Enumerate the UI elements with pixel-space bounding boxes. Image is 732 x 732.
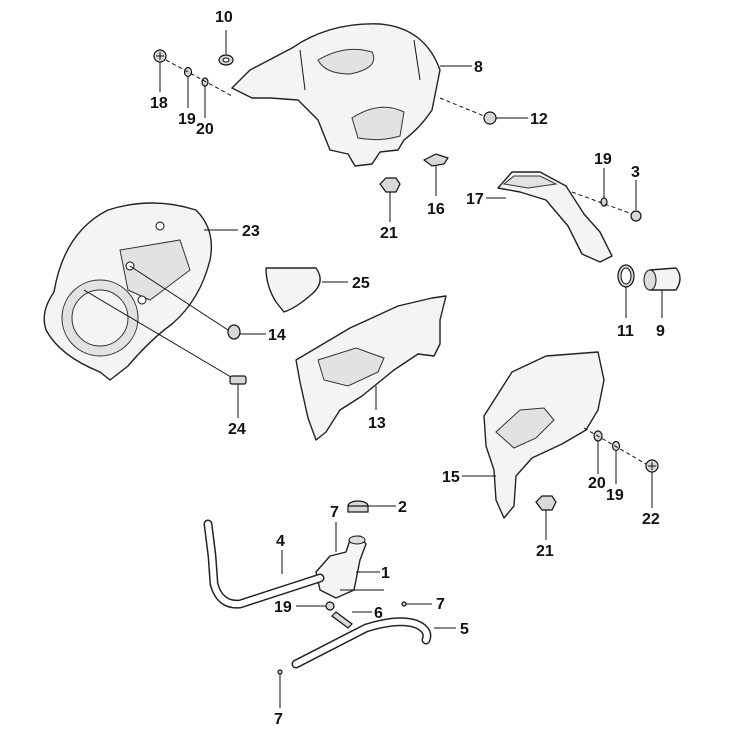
part-11-seal (617, 264, 635, 288)
callout-19-lower-right: 19 (606, 487, 624, 504)
axis-12 (439, 97, 485, 117)
part-21-nut-lower (535, 495, 557, 511)
callout-25: 25 (352, 275, 370, 292)
callout-1: 1 (381, 565, 390, 582)
part-13-side-panel (295, 295, 447, 441)
part-20-washer-upper (201, 77, 209, 87)
axis-upper-left (165, 59, 233, 97)
part-12-bolt (483, 111, 497, 125)
callout-7-top: 7 (330, 504, 339, 521)
callout-22: 22 (642, 511, 660, 528)
axis-22 (583, 427, 647, 465)
part-21-nut-upper (379, 177, 401, 193)
part-19-washer-lower (611, 440, 621, 452)
part-8-upper-cover (231, 23, 441, 167)
callout-19-bottom: 19 (274, 599, 292, 616)
callout-23: 23 (242, 223, 260, 240)
part-3-bolt (630, 210, 642, 222)
callout-15: 15 (442, 469, 460, 486)
part-19-washer-upper (183, 66, 193, 78)
callout-11: 11 (617, 323, 634, 340)
part-18-screw (153, 49, 167, 63)
callout-12: 12 (530, 111, 548, 128)
callout-4: 4 (276, 533, 285, 550)
callout-18: 18 (150, 95, 168, 112)
callout-16: 16 (427, 201, 445, 218)
axis-14 (129, 265, 229, 331)
part-14-bushing (227, 324, 241, 340)
part-2-cap (347, 500, 369, 513)
callout-20-lower-right: 20 (588, 475, 606, 492)
callout-19-right: 19 (594, 151, 612, 168)
part-5-hose (291, 617, 432, 669)
callout-7-mid: 7 (436, 596, 445, 613)
callout-5: 5 (460, 621, 469, 638)
callout-7-bottom: 7 (274, 711, 283, 728)
part-1-reservoir (315, 535, 367, 599)
callout-14: 14 (268, 327, 286, 344)
callout-9: 9 (656, 323, 665, 340)
callout-10: 10 (215, 9, 233, 26)
axis-3 (571, 191, 633, 215)
part-23-case-cover (43, 202, 213, 381)
part-22-screw (645, 459, 659, 473)
part-25-pad (265, 267, 321, 313)
part-7-clamp-bottom (277, 669, 283, 675)
part-4-hose (203, 519, 325, 609)
axis-24 (83, 289, 237, 381)
part-17-duct (497, 171, 613, 263)
callout-13: 13 (368, 415, 386, 432)
part-9-boot (643, 267, 681, 291)
callout-19-upper-left: 19 (178, 111, 196, 128)
part-10-grommet (218, 54, 234, 66)
part-24-bolt (229, 375, 247, 385)
part-19-washer-bottom (325, 601, 335, 611)
part-6-bolt (331, 611, 353, 629)
callout-20-upper-left: 20 (196, 121, 214, 138)
callout-21-lower: 21 (536, 543, 554, 560)
callout-8: 8 (474, 59, 483, 76)
callout-3: 3 (631, 164, 640, 181)
part-15-lower-panel (483, 351, 605, 519)
callout-21-upper: 21 (380, 225, 398, 242)
callout-2: 2 (398, 499, 407, 516)
part-7-clamp-mid (401, 601, 407, 607)
part-16-clip (422, 153, 449, 167)
callout-24: 24 (228, 421, 246, 438)
callout-17: 17 (466, 191, 484, 208)
callout-6: 6 (374, 605, 383, 622)
